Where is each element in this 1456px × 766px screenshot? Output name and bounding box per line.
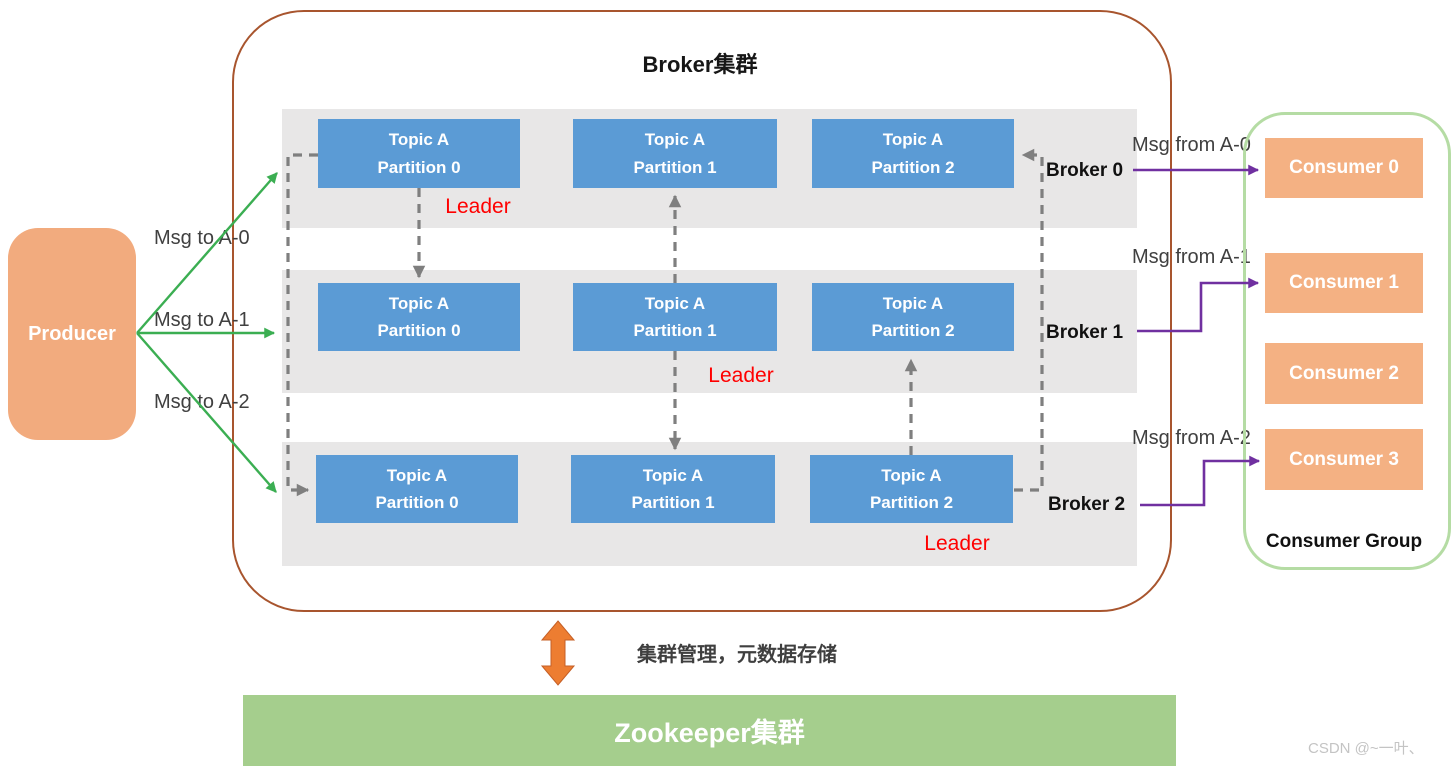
partition-topic-label: Topic A <box>388 130 450 150</box>
producer-label: Producer <box>28 322 116 345</box>
consumer-3-label: Consumer 3 <box>1289 448 1399 470</box>
broker-0-partition-2: Topic A Partition 2 <box>812 119 1014 188</box>
partition-name-label: Partition 0 <box>375 493 459 512</box>
zookeeper-label: Zookeeper集群 <box>614 718 805 748</box>
leader-label-partition-0: Leader <box>445 195 511 218</box>
watermark: CSDN @~一叶、 <box>1308 740 1424 757</box>
partition-topic-label: Topic A <box>388 293 450 313</box>
broker-1-partition-1: Topic A Partition 1 <box>573 283 777 351</box>
partition-topic-label: Topic A <box>882 293 944 313</box>
consumer-group-title: Consumer Group <box>1265 531 1423 552</box>
consumer-2-label: Consumer 2 <box>1289 362 1399 384</box>
broker-0-partition-0: Topic A Partition 0 <box>318 119 520 188</box>
broker-1-label: Broker 1 <box>1046 322 1124 343</box>
broker-2-partition-1: Topic A Partition 1 <box>571 455 775 523</box>
partition-name-label: Partition 2 <box>871 321 955 340</box>
consumer-2-box: Consumer 2 <box>1265 343 1423 404</box>
producer-box: Producer <box>8 228 136 440</box>
consumer-0-label: Consumer 0 <box>1289 157 1399 178</box>
broker-0-partition-1: Topic A Partition 1 <box>573 119 777 188</box>
msg-from-a1-label: Msg from A-1 <box>1132 246 1251 268</box>
msg-from-a2-label: Msg from A-2 <box>1132 427 1251 449</box>
broker-2-label: Broker 2 <box>1048 494 1126 515</box>
consumer-group-box <box>1243 112 1451 570</box>
consumer-1-box: Consumer 1 <box>1265 253 1423 313</box>
partition-topic-label: Topic A <box>882 130 944 150</box>
partition-topic-label: Topic A <box>644 293 706 313</box>
partition-topic-label: Topic A <box>642 465 704 485</box>
partition-name-label: Partition 0 <box>377 157 461 177</box>
msg-to-a0-label: Msg to A-0 <box>154 227 250 249</box>
partition-name-label: Partition 1 <box>633 321 717 340</box>
consumer-1-label: Consumer 1 <box>1289 272 1399 293</box>
zookeeper-double-arrow-icon <box>540 620 576 686</box>
broker-2-partition-0: Topic A Partition 0 <box>316 455 518 523</box>
broker-0-label: Broker 0 <box>1046 160 1124 181</box>
broker-2-partition-2: Topic A Partition 2 <box>810 455 1013 523</box>
zookeeper-caption: 集群管理，元数据存储 <box>637 644 837 666</box>
msg-to-a2-label: Msg to A-2 <box>154 391 250 413</box>
broker-1-partition-0: Topic A Partition 0 <box>318 283 520 351</box>
msg-to-a1-label: Msg to A-1 <box>154 309 250 331</box>
consumer-3-box: Consumer 3 <box>1265 429 1423 490</box>
msg-from-a0-label: Msg from A-0 <box>1132 134 1251 156</box>
leader-label-partition-1: Leader <box>708 364 774 387</box>
broker-1-partition-2: Topic A Partition 2 <box>812 283 1014 351</box>
partition-topic-label: Topic A <box>386 465 448 485</box>
zookeeper-box: Zookeeper集群 <box>243 695 1176 766</box>
partition-topic-label: Topic A <box>881 465 942 485</box>
broker-cluster-title: Broker集群 <box>642 52 758 77</box>
partition-name-label: Partition 1 <box>631 493 715 512</box>
partition-topic-label: Topic A <box>644 130 706 150</box>
consumer-0-box: Consumer 0 <box>1265 138 1423 198</box>
partition-name-label: Partition 0 <box>377 321 461 340</box>
partition-name-label: Partition 1 <box>633 157 717 177</box>
leader-label-partition-2: Leader <box>924 532 990 555</box>
partition-name-label: Partition 2 <box>869 493 954 512</box>
partition-name-label: Partition 2 <box>871 157 955 177</box>
